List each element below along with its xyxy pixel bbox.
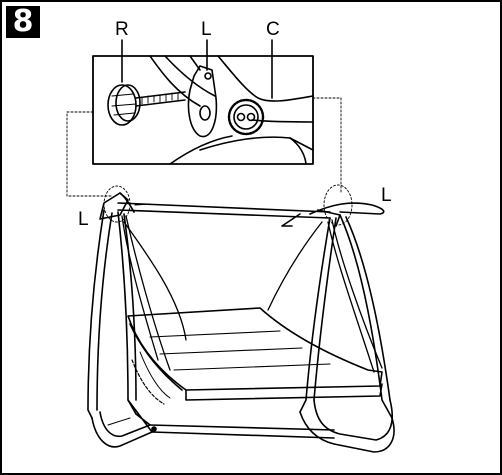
knob-r-part [107,84,186,126]
detail-inset [92,55,314,165]
label-l-right-frame: L [381,185,392,206]
label-l-bracket: L [201,19,212,40]
label-r-knob: R [115,19,129,40]
label-l-left-frame: L [78,209,89,230]
gear-washer-c-part [227,98,265,136]
hammock-seat [127,307,383,405]
label-c-gear-washer: C [266,19,280,40]
swing-frame [87,192,395,453]
step-number-badge: 8 [6,6,40,38]
bracket-l-part [187,65,218,138]
